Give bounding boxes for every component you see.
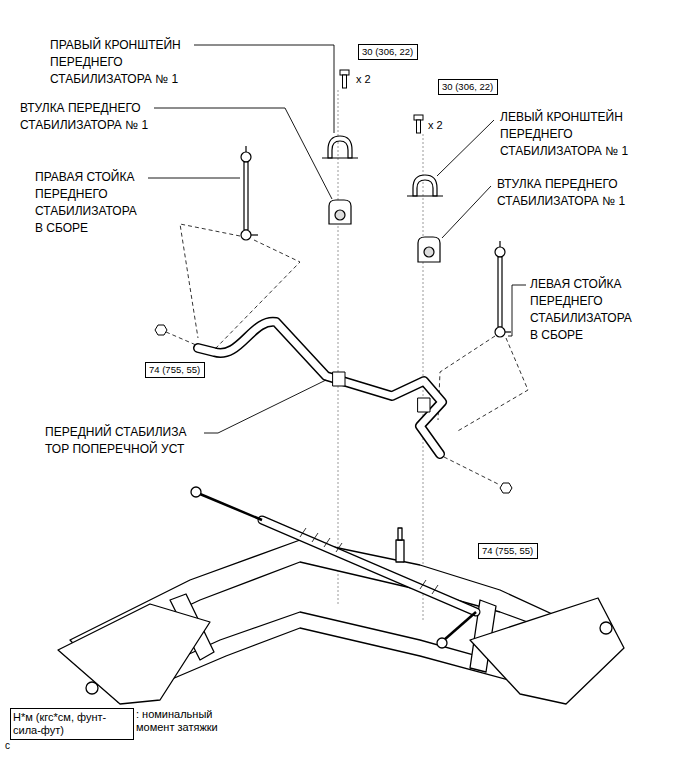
legend-note: : номинальный момент затяжки [136, 708, 240, 734]
torque-box: 74 (755, 55) [478, 543, 538, 559]
torque-value: 74 (755, 55) [149, 364, 200, 376]
torque-value: 30 (306, 22) [442, 81, 493, 93]
torque-value: 30 (306, 22) [362, 46, 413, 58]
part-label: ЛЕВЫЙ КРОНШТЕЙН ПЕРЕДНЕГО СТАБИЛИЗАТОРА … [500, 109, 650, 160]
torque-value: 74 (755, 55) [482, 545, 533, 557]
stabilizer-link [241, 146, 511, 337]
stabilizer-bar [198, 322, 442, 454]
part-label: ПЕРЕДНИЙ СТАБИЛИЗА ТОР ПОПЕРЕЧНОЙ УСТ [45, 424, 200, 458]
bolt-symbol [340, 70, 423, 133]
torque-box: 30 (306, 22) [438, 79, 498, 95]
legend-unit: Н*м (кгс*см, фунт-сила-фут) [13, 711, 131, 737]
part-label: ВТУЛКА ПЕРЕДНЕГО СТАБИЛИЗАТОРА № 1 [497, 176, 677, 210]
part-label: ПРАВЫЙ КРОНШТЕЙН ПЕРЕДНЕГО СТАБИЛИЗАТОРА… [50, 37, 200, 88]
nut-symbol [155, 325, 512, 493]
assembly-line [166, 224, 528, 485]
legend-key-box: Н*м (кгс*см, фунт-сила-фут) [10, 708, 134, 740]
torque-box: 74 (755, 55) [145, 362, 205, 378]
axis-line [338, 90, 423, 622]
bushing [329, 200, 440, 262]
bracket [322, 136, 443, 196]
part-label: ПРАВАЯ СТОЙКА ПЕРЕДНЕГО СТАБИЛИЗАТОРА В … [35, 169, 147, 237]
torque-box: 30 (306, 22) [358, 44, 418, 60]
part-label: ВТУЛКА ПЕРЕДНЕГО СТАБИЛИЗАТОРА № 1 [20, 100, 170, 134]
subframe [58, 487, 624, 704]
quantity-label: x 2 [356, 71, 371, 88]
part-label: ЛЕВАЯ СТОЙКА ПЕРЕДНЕГО СТАБИЛИЗАТОРА В С… [530, 276, 642, 344]
quantity-label: x 2 [428, 117, 443, 134]
figure-code: c [5, 740, 10, 752]
